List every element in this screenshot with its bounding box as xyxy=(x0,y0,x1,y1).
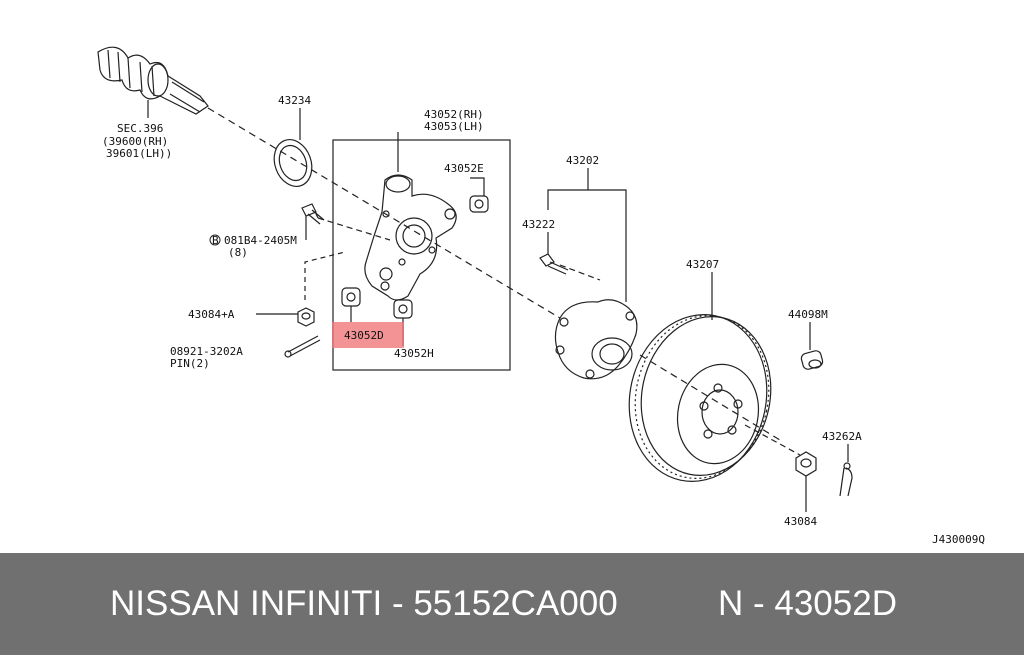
nut-dashed-line xyxy=(744,424,801,456)
nut-icon xyxy=(795,451,817,477)
plug-icon xyxy=(800,350,824,370)
label-43207: 43207 xyxy=(686,258,719,271)
label-39600: (39600(RH) xyxy=(102,135,168,148)
label-43222: 43222 xyxy=(522,218,555,231)
label-43084: 43084 xyxy=(784,515,817,528)
label-43052d: 43052D xyxy=(344,329,384,342)
knuckle-box xyxy=(332,139,511,371)
label-43052e: 43052E xyxy=(444,162,484,175)
callouts: SEC.396 (39600(RH) 39601(LH)) 43234 4305… xyxy=(102,94,985,546)
label-bolt: 081B4-2405M xyxy=(224,234,297,247)
label-sec-396: SEC.396 xyxy=(117,122,163,135)
label-43202: 43202 xyxy=(566,154,599,167)
label-39601: 39601(LH)) xyxy=(106,147,172,160)
label-43084a: 43084+A xyxy=(188,308,235,321)
bushing-e-leader xyxy=(470,177,485,196)
cotter-pin-icon xyxy=(284,335,321,358)
label-43262a: 43262A xyxy=(822,430,862,443)
small-pin-icon xyxy=(839,462,853,497)
label-43052-rh: 43052(RH) xyxy=(424,108,484,121)
brake-disc-icon xyxy=(628,314,772,482)
label-bolt-qty: (8) xyxy=(228,246,248,259)
label-43053-lh: 43053(LH) xyxy=(424,120,484,133)
footer-part-number: NISSAN INFINITI - 55152CA000 xyxy=(110,584,618,623)
nut-a-icon xyxy=(297,307,315,327)
bushing-e-icon xyxy=(469,195,489,213)
label-pin-name: PIN(2) xyxy=(170,357,210,370)
parts-diagram: SEC.396 (39600(RH) 39601(LH)) 43234 4305… xyxy=(97,46,985,546)
hub-bracket xyxy=(547,168,627,302)
knuckle-icon xyxy=(364,174,457,301)
highlight-box xyxy=(332,322,404,348)
hub-icon xyxy=(554,299,638,380)
o-ring-icon xyxy=(273,139,313,187)
label-pin-code: 08921-3202A xyxy=(170,345,243,358)
bolt-icon xyxy=(301,203,325,225)
bushing-h-icon xyxy=(393,299,413,319)
axis-dashed-line xyxy=(207,107,781,441)
label-bolt-prefix: B xyxy=(212,234,219,247)
bushing-d-icon xyxy=(341,287,361,307)
bolt-prefix-circle xyxy=(209,234,221,246)
stud-bolt-icon xyxy=(539,253,569,275)
diagram-code: J430009Q xyxy=(932,533,985,546)
bolt-dashed-line xyxy=(317,217,391,241)
footer-caption: NISSAN INFINITI - 55152CA000 N - 43052D xyxy=(0,553,1024,655)
label-43052h: 43052H xyxy=(394,347,434,360)
stud-dashed-line xyxy=(559,264,601,281)
drive-shaft-icon xyxy=(97,46,209,115)
label-43234: 43234 xyxy=(278,94,311,107)
label-44098m: 44098M xyxy=(788,308,828,321)
footer-diagram-ref: N - 43052D xyxy=(718,584,897,623)
nut-a-dashed-line xyxy=(304,251,346,300)
